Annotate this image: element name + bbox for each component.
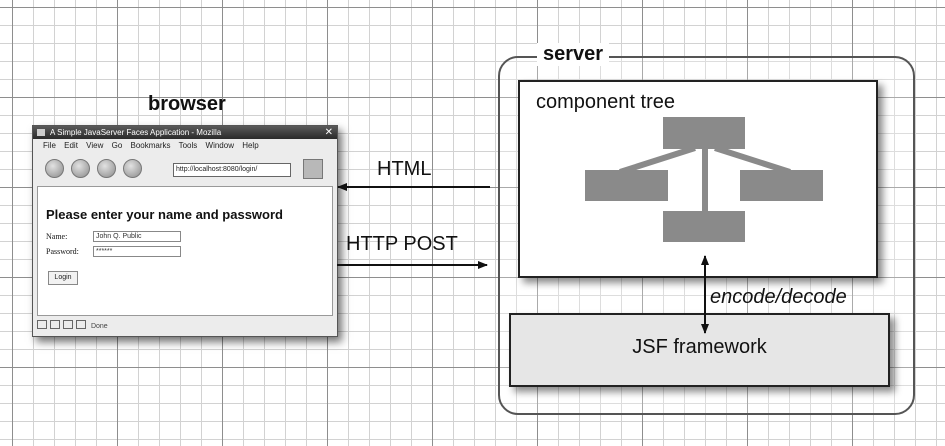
browser-window: A Simple JavaServer Faces Application - … bbox=[32, 125, 338, 337]
tree-node-right bbox=[740, 170, 823, 201]
jsf-framework-box bbox=[509, 313, 890, 387]
reload-icon[interactable] bbox=[97, 159, 116, 178]
menu-help[interactable]: Help bbox=[242, 141, 259, 150]
jsf-framework-label: JSF framework bbox=[632, 336, 767, 358]
menu-view[interactable]: View bbox=[86, 141, 104, 150]
status-icon bbox=[50, 320, 60, 329]
server-label: server bbox=[537, 43, 610, 66]
menu-tools[interactable]: Tools bbox=[178, 141, 198, 150]
status-text: Done bbox=[90, 323, 108, 330]
url-text: http://localhost:8080/login/ bbox=[175, 166, 258, 173]
menu-file[interactable]: File bbox=[43, 141, 56, 150]
menu-edit[interactable]: Edit bbox=[64, 141, 78, 150]
login-button[interactable]: Login bbox=[48, 271, 78, 285]
menu-bookmarks[interactable]: Bookmarks bbox=[130, 141, 171, 150]
component-tree-label: component tree bbox=[536, 91, 675, 113]
browser-menubar: File Edit View Go Bookmarks Tools Window… bbox=[43, 141, 265, 150]
name-label: Name: bbox=[46, 232, 68, 241]
status-icon bbox=[37, 320, 47, 329]
url-input[interactable]: http://localhost:8080/login/ bbox=[173, 163, 291, 177]
menu-window[interactable]: Window bbox=[205, 141, 234, 150]
tree-node-root bbox=[663, 117, 745, 149]
throbber-icon bbox=[303, 159, 323, 179]
window-icon bbox=[37, 129, 45, 136]
status-icon bbox=[76, 320, 86, 329]
menu-go[interactable]: Go bbox=[111, 141, 123, 150]
stop-icon[interactable] bbox=[123, 159, 142, 178]
http-post-label: HTTP POST bbox=[346, 233, 458, 255]
page-content: Please enter your name and password Name… bbox=[37, 186, 333, 316]
back-icon[interactable] bbox=[45, 159, 64, 178]
browser-caption: browser bbox=[148, 93, 226, 115]
password-label: Password: bbox=[46, 247, 79, 256]
tree-edge-right bbox=[714, 145, 791, 175]
encode-decode-label: encode/decode bbox=[710, 286, 847, 308]
close-icon[interactable]: ✕ bbox=[324, 127, 333, 138]
forward-icon[interactable] bbox=[71, 159, 90, 178]
page-heading: Please enter your name and password bbox=[46, 207, 283, 222]
html-label: HTML bbox=[377, 158, 432, 180]
tree-node-bottom bbox=[663, 211, 745, 242]
password-field[interactable]: ****** bbox=[93, 246, 181, 257]
browser-title: A Simple JavaServer Faces Application - … bbox=[50, 128, 222, 137]
name-field[interactable]: John Q. Public bbox=[93, 231, 181, 242]
status-icon bbox=[63, 320, 73, 329]
status-bar: Done bbox=[37, 320, 333, 332]
browser-titlebar: A Simple JavaServer Faces Application - … bbox=[33, 126, 337, 139]
tree-node-left bbox=[585, 170, 668, 201]
tree-edge-left bbox=[619, 145, 696, 175]
